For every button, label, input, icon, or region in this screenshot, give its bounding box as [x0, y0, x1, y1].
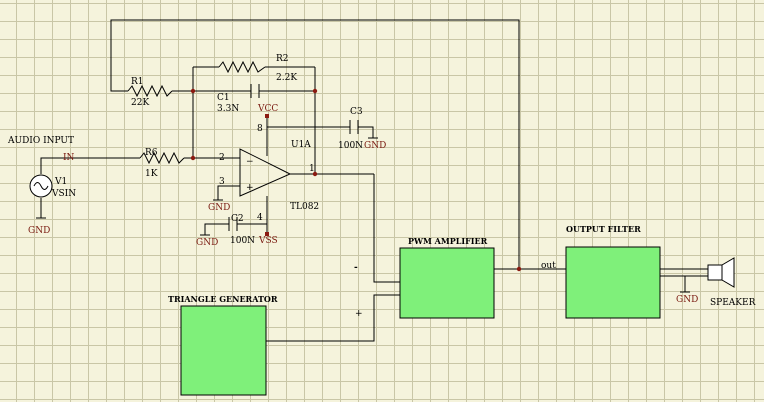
- opamp-triangle-symbol: [239, 148, 292, 197]
- junction-dot: [312, 171, 318, 177]
- c3-value-label: 100N: [338, 141, 363, 151]
- output-filter-label: OUTPUT FILTER: [566, 224, 641, 234]
- opamp-minus-sign: −: [246, 157, 254, 167]
- junction-dot: [516, 266, 522, 272]
- opamp-plus-sign: +: [246, 183, 254, 193]
- c1-value-label: 3.3N: [217, 104, 239, 114]
- pwm-plus-input-label: +: [355, 309, 363, 319]
- resistor-r1-symbol[interactable]: [127, 84, 173, 98]
- vcc-pin-marker: [265, 114, 269, 118]
- v1-value-label: VSIN: [51, 189, 76, 199]
- vss-label: VSS: [258, 236, 278, 246]
- c1-ref-label: C1: [217, 93, 230, 103]
- c3-ref-label: C3: [350, 107, 363, 117]
- resistor-r2-symbol[interactable]: [218, 60, 266, 74]
- audio-input-label: AUDIO INPUT: [7, 136, 74, 146]
- r6-value-label: 1K: [145, 169, 158, 179]
- opamp-pin-4: 4: [257, 213, 263, 223]
- gnd-label: GND: [208, 203, 230, 213]
- junction-dot: [190, 155, 196, 161]
- output-filter-block[interactable]: [565, 246, 661, 319]
- pwm-minus-input-label: -: [354, 263, 358, 273]
- r2-ref-label: R2: [276, 54, 289, 64]
- gnd-label: GND: [676, 295, 698, 305]
- junction-dot: [312, 88, 318, 94]
- opamp-pin-3: 3: [219, 177, 225, 187]
- in-net-label: IN: [63, 153, 75, 163]
- r1-value-label: 22K: [131, 98, 149, 108]
- pwm-amplifier-label: PWM AMPLIFIER: [408, 236, 488, 246]
- opamp-pin-8: 8: [257, 124, 263, 134]
- pwm-amplifier-block[interactable]: [399, 247, 495, 319]
- junction-dots: [190, 88, 522, 272]
- out-net-label: out: [541, 261, 556, 271]
- speaker-label: SPEAKER: [710, 298, 756, 308]
- speaker-icon[interactable]: [707, 257, 735, 288]
- gnd-label: GND: [364, 141, 386, 151]
- c2-ref-label: C2: [231, 214, 244, 224]
- capacitor-c1-symbol[interactable]: [250, 84, 260, 98]
- r6-ref-label: R6: [145, 148, 158, 158]
- feedback-wire: [110, 19, 520, 269]
- opamp-u1a[interactable]: [239, 148, 292, 197]
- resistor-r6-symbol[interactable]: [139, 151, 185, 165]
- wires: [40, 19, 708, 342]
- v1-ref-label: V1: [54, 177, 67, 187]
- r1-ref-label: R1: [131, 77, 144, 87]
- r2-value-label: 2.2K: [276, 73, 297, 83]
- triangle-generator-label: TRIANGLE GENERATOR: [168, 294, 278, 304]
- vss-pin-marker: [265, 232, 269, 236]
- capacitor-c2-symbol[interactable]: [228, 217, 238, 231]
- junction-dot: [190, 88, 196, 94]
- capacitor-c3-symbol[interactable]: [349, 120, 359, 134]
- gnd-label: GND: [28, 226, 50, 236]
- voltage-source-v1[interactable]: [29, 174, 53, 198]
- triangle-generator-block[interactable]: [180, 305, 267, 396]
- c2-value-label: 100N: [230, 236, 255, 246]
- gnd-label: GND: [196, 238, 218, 248]
- vcc-label: VCC: [257, 104, 278, 114]
- opamp-pin-2: 2: [219, 153, 225, 163]
- opamp-part-label: TL082: [290, 202, 319, 212]
- opamp-pin-1: 1: [309, 164, 315, 174]
- opamp-ref-label: U1A: [291, 140, 311, 150]
